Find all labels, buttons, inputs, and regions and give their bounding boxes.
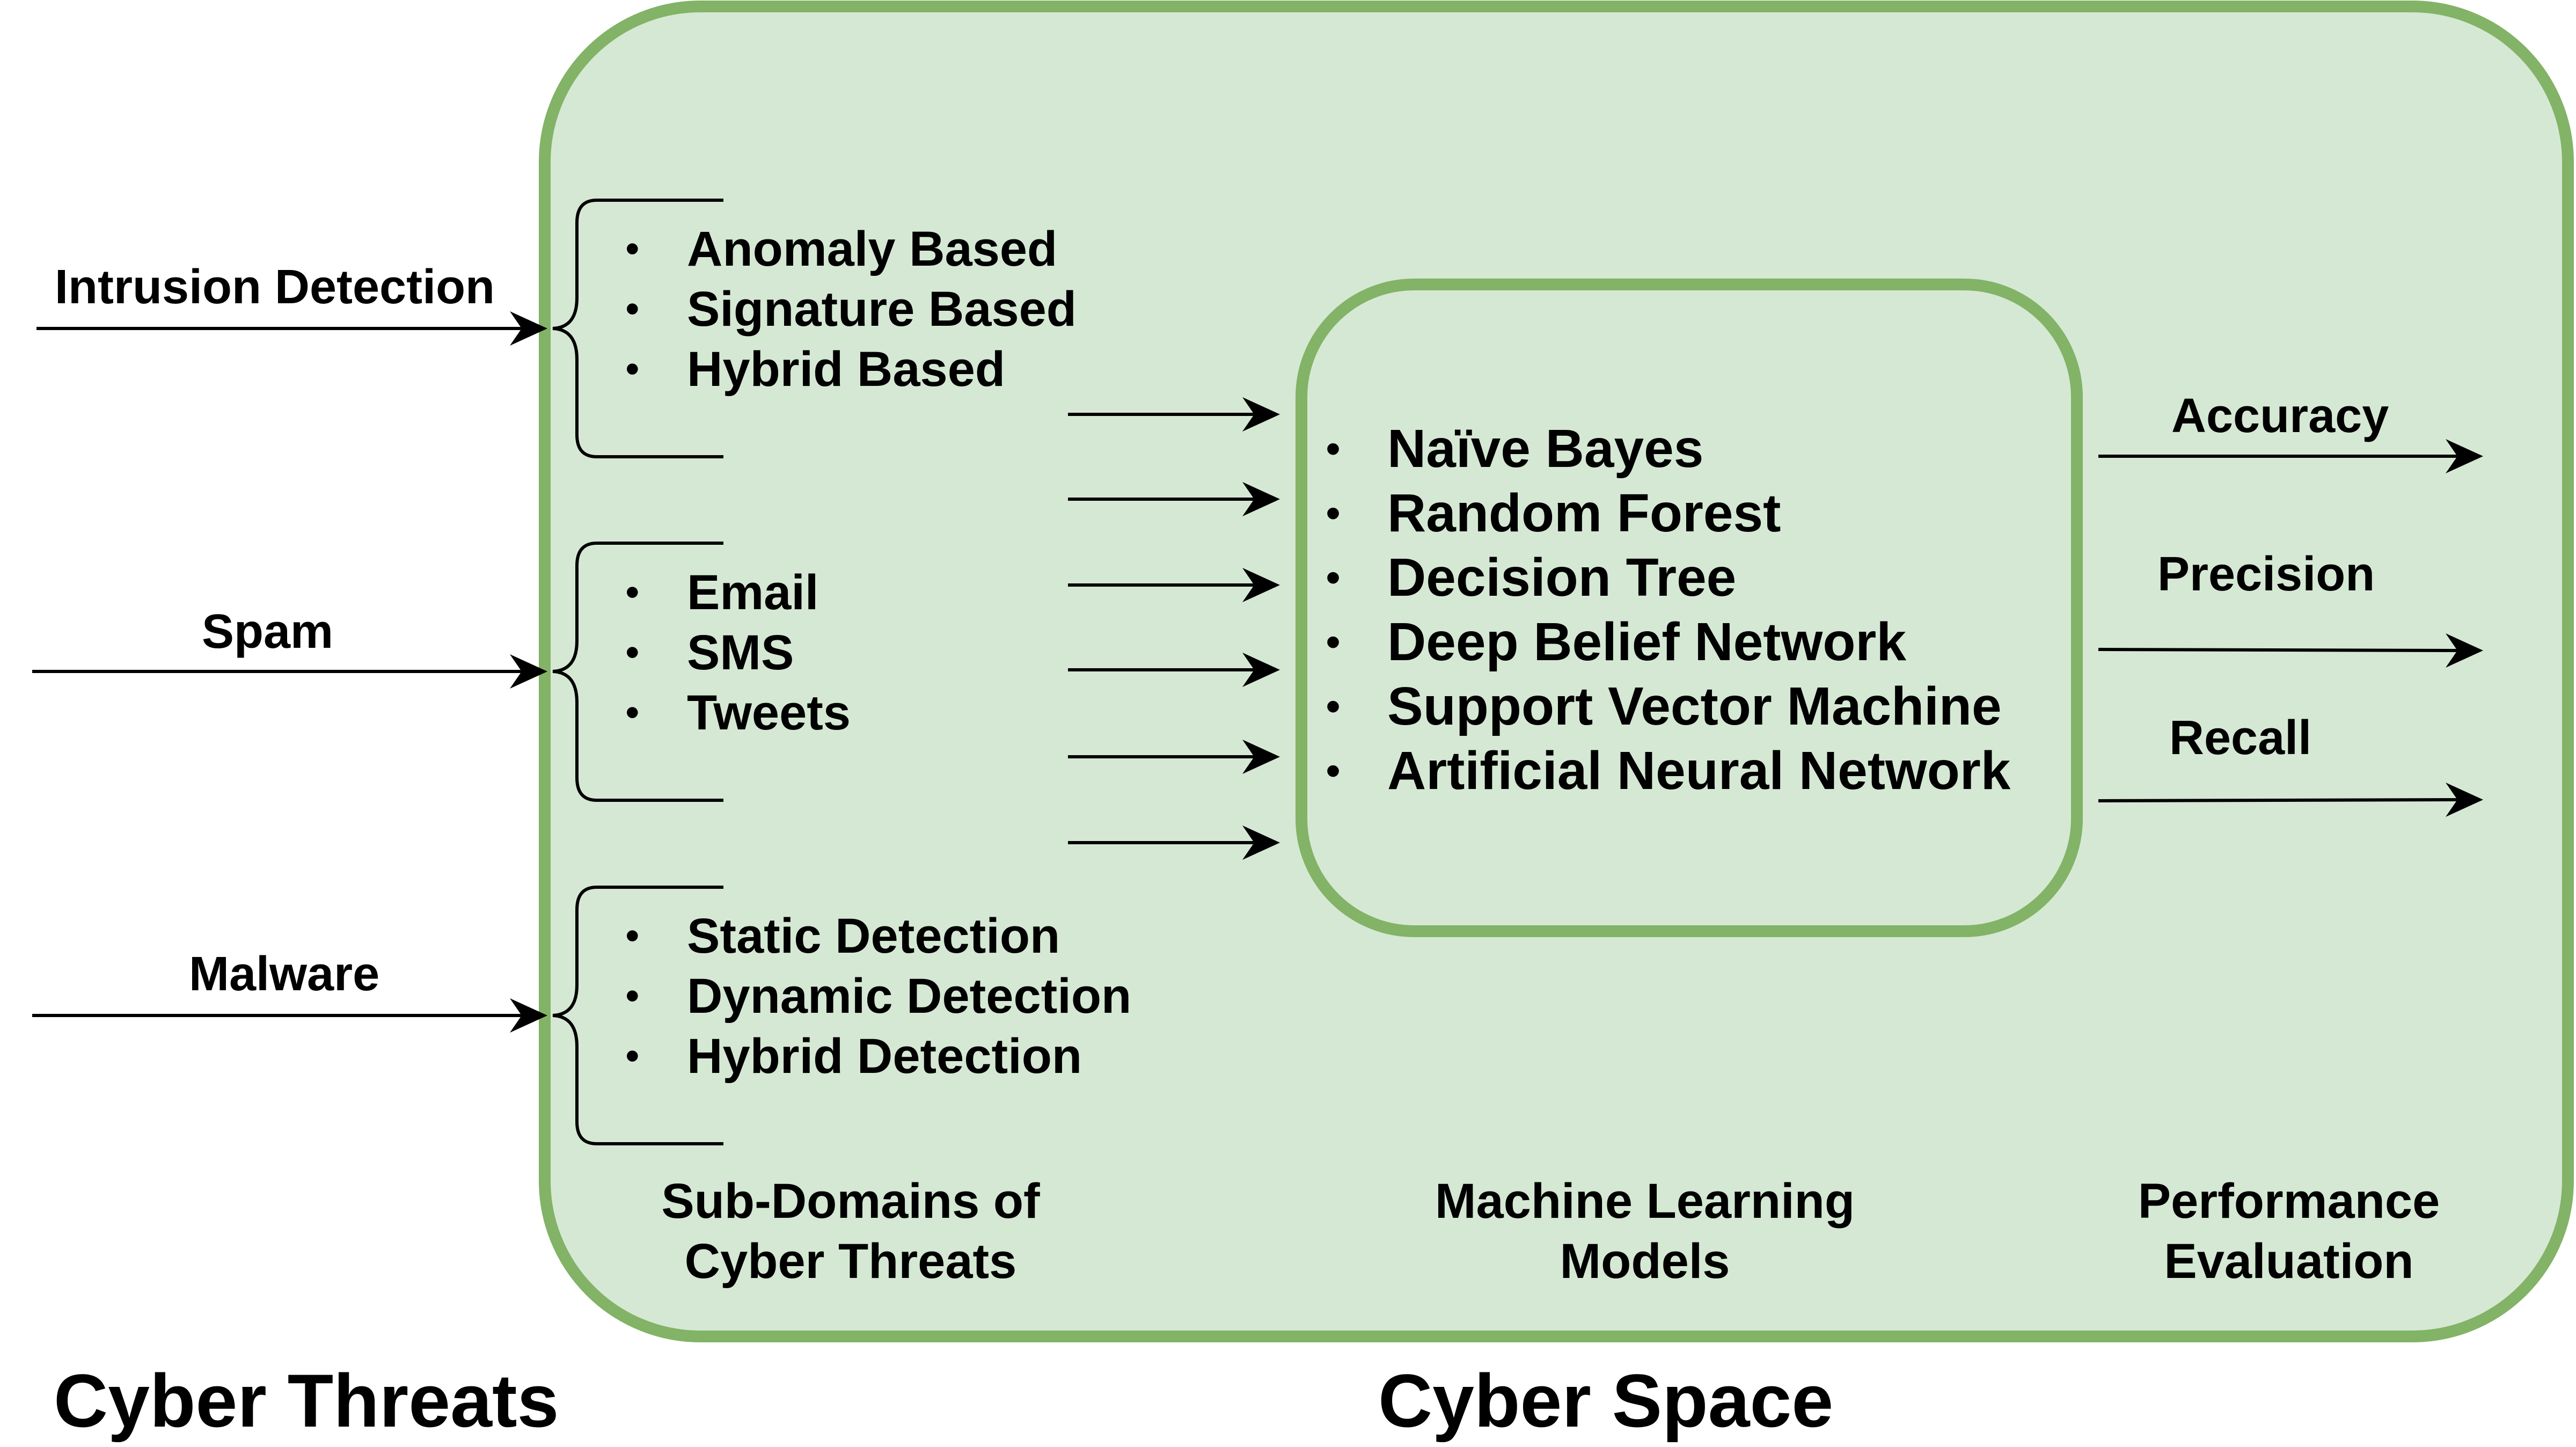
caption-line: Evaluation: [2164, 1234, 2414, 1289]
caption-line: Machine Learning: [1435, 1174, 1855, 1229]
accuracy-label: Accuracy: [2171, 389, 2389, 443]
caption-line: Models: [1560, 1234, 1730, 1289]
list-item: Naïve Bayes: [1326, 416, 2010, 481]
recall-label: Recall: [2169, 711, 2312, 765]
performance-caption: Performance Evaluation: [2061, 1171, 2517, 1291]
list-item: Hybrid Based: [625, 339, 1077, 399]
list-item: Random Forest: [1326, 481, 2010, 545]
recall-arrow: [2098, 783, 2483, 817]
precision-label: Precision: [2157, 547, 2375, 601]
intrusion-input-arrow: [36, 311, 547, 346]
list-item: Tweets: [625, 683, 851, 743]
model-input-arrow: [1068, 740, 1280, 774]
precision-arrow: [2098, 633, 2483, 668]
model-input-arrow: [1068, 397, 1280, 432]
subdomains-caption: Sub-Domains of Cyber Threats: [623, 1171, 1079, 1291]
list-item: Deep Belief Network: [1326, 610, 2010, 674]
list-item: Email: [625, 562, 851, 623]
malware-subdomain-list: Static Detection Dynamic Detection Hybri…: [625, 906, 1131, 1086]
model-input-arrow: [1068, 653, 1280, 687]
model-input-arrow: [1068, 568, 1280, 602]
ml-models-list: Naïve Bayes Random Forest Decision Tree …: [1326, 416, 2010, 803]
list-item: Artificial Neural Network: [1326, 739, 2010, 803]
spam-brace: [552, 542, 723, 802]
caption-line: Cyber Threats: [684, 1234, 1017, 1289]
model-input-arrow: [1068, 825, 1280, 860]
caption-line: Performance: [2138, 1174, 2440, 1229]
malware-brace: [552, 886, 723, 1145]
list-item: SMS: [625, 623, 851, 683]
malware-label: Malware: [189, 947, 380, 1001]
list-item: Signature Based: [625, 279, 1077, 339]
list-item: Anomaly Based: [625, 219, 1077, 279]
cyber-threats-title: Cyber Threats: [54, 1358, 559, 1443]
list-item: Dynamic Detection: [625, 966, 1131, 1026]
model-input-arrow: [1068, 482, 1280, 516]
list-item: Hybrid Detection: [625, 1026, 1131, 1086]
intrusion-brace: [552, 199, 723, 458]
spam-subdomain-list: Email SMS Tweets: [625, 562, 851, 743]
accuracy-arrow: [2098, 439, 2483, 473]
ml-models-caption: Machine Learning Models: [1417, 1171, 1873, 1291]
list-item: Decision Tree: [1326, 545, 2010, 610]
intrusion-subdomain-list: Anomaly Based Signature Based Hybrid Bas…: [625, 219, 1077, 399]
caption-line: Sub-Domains of: [661, 1174, 1040, 1229]
cyber-space-title: Cyber Space: [1378, 1358, 1834, 1443]
list-item: Support Vector Machine: [1326, 674, 2010, 739]
list-item: Static Detection: [625, 906, 1131, 966]
spam-input-arrow: [32, 654, 547, 689]
malware-input-arrow: [32, 998, 547, 1033]
intrusion-detection-label: Intrusion Detection: [55, 260, 495, 314]
spam-label: Spam: [202, 605, 334, 659]
